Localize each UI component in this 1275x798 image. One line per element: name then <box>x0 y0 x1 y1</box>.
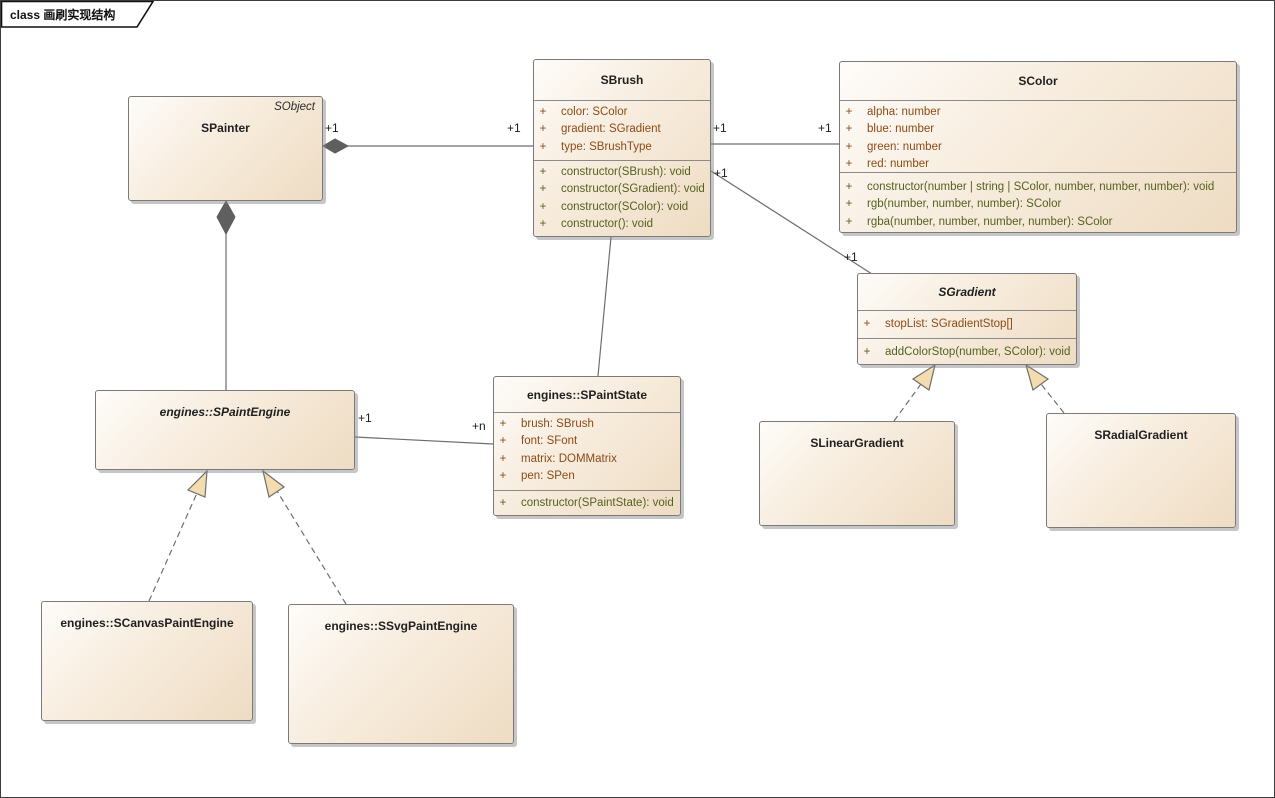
visibility-symbol: + <box>539 183 547 196</box>
attributes-compartment: +alpha: number +blue: number +green: num… <box>840 100 1236 172</box>
class-box-sbrush[interactable]: SBrush +color: SColor +gradient: SGradie… <box>533 59 711 237</box>
operation-row: +addColorStop(number, SColor): void <box>858 344 1076 361</box>
attribute-row: +pen: SPen <box>494 468 680 485</box>
operation-row: +rgba(number, number, number, number): S… <box>840 214 1236 231</box>
multiplicity-brush-color-tgt: +1 <box>818 121 832 135</box>
multiplicity-engine-paintstate-tgt: +n <box>472 419 486 433</box>
composition-spainter-sbrush <box>322 138 533 154</box>
attribute-row: +color: SColor <box>534 104 710 121</box>
operations-compartment: +constructor(number | string | SColor, n… <box>840 172 1236 232</box>
association-sbrush-spaintstate <box>597 236 612 377</box>
visibility-symbol: + <box>539 200 547 213</box>
multiplicity-brush-gradient-src: +1 <box>714 166 728 180</box>
attributes-compartment: +color: SColor +gradient: SGradient +typ… <box>534 100 710 160</box>
attribute-row: +gradient: SGradient <box>534 121 710 138</box>
association-sbrush-sgradient <box>710 170 873 275</box>
multiplicity-painter-brush-tgt: +1 <box>507 121 521 135</box>
visibility-symbol: + <box>539 217 547 230</box>
class-box-sradialgradient[interactable]: SRadialGradient <box>1046 413 1236 528</box>
association-spaintengine-spaintstate <box>354 436 494 445</box>
attribute-row: +type: SBrushType <box>534 139 710 156</box>
frame-tab-label: class 画刷实现结构 <box>10 8 116 22</box>
class-box-sgradient[interactable]: SGradient +stopList: SGradientStop[] +ad… <box>857 273 1077 365</box>
class-title-sgradient: SGradient <box>938 285 996 299</box>
multiplicity-brush-color-src: +1 <box>713 121 727 135</box>
visibility-symbol: + <box>499 469 507 482</box>
attribute-row: +red: number <box>840 156 1236 172</box>
class-box-scanvaspaintengine[interactable]: engines::SCanvasPaintEngine <box>41 601 253 721</box>
realization-scanvaspaintengine-spaintengine <box>148 469 208 602</box>
visibility-symbol: + <box>845 181 853 193</box>
operation-row: +rgb(number, number, number): SColor <box>840 196 1236 213</box>
visibility-symbol: + <box>845 106 853 118</box>
realization-sradialgradient-sgradient <box>1024 363 1065 414</box>
visibility-symbol: + <box>539 123 547 136</box>
class-box-scolor[interactable]: SColor +alpha: number +blue: number +gre… <box>839 61 1237 233</box>
attributes-compartment: +brush: SBrush +font: SFont +matrix: DOM… <box>494 412 680 490</box>
class-box-spaintengine[interactable]: engines::SPaintEngine <box>95 390 355 470</box>
attribute-row: +matrix: DOMMatrix <box>494 451 680 468</box>
visibility-symbol: + <box>845 123 853 136</box>
attribute-row: +font: SFont <box>494 433 680 450</box>
class-title-slineargradient: SLinearGradient <box>810 436 904 450</box>
class-title-scanvaspaintengine: engines::SCanvasPaintEngine <box>60 616 234 630</box>
visibility-symbol: + <box>863 318 871 330</box>
class-title-ssvgpaintengine: engines::SSvgPaintEngine <box>324 619 478 633</box>
operations-compartment: +constructor(SPaintState): void <box>494 490 680 515</box>
attribute-row: +green: number <box>840 139 1236 156</box>
composition-spainter-spaintengine <box>216 199 236 390</box>
visibility-symbol: + <box>845 198 853 211</box>
visibility-symbol: + <box>499 452 507 465</box>
multiplicity-brush-gradient-tgt: +1 <box>844 250 858 264</box>
operations-compartment: +constructor(SBrush): void +constructor(… <box>534 160 710 236</box>
operations-compartment: +addColorStop(number, SColor): void <box>858 338 1076 364</box>
frame-tab <box>1 1 155 28</box>
class-title-sradialgradient: SRadialGradient <box>1094 428 1188 442</box>
class-title-spaintstate: engines::SPaintState <box>526 387 648 402</box>
visibility-symbol: + <box>845 157 853 170</box>
realization-ssvgpaintengine-spaintengine <box>262 469 347 605</box>
operation-row: +constructor(number | string | SColor, n… <box>840 179 1236 196</box>
multiplicity-painter-brush-src: +1 <box>325 121 339 135</box>
attribute-row: +brush: SBrush <box>494 416 680 433</box>
attribute-row: +alpha: number <box>840 104 1236 121</box>
class-title-spainter: SPainter <box>201 121 250 135</box>
visibility-symbol: + <box>845 140 853 153</box>
class-title-scolor: SColor <box>1018 74 1058 88</box>
class-box-spainter[interactable]: SObject SPainter <box>128 96 323 201</box>
visibility-symbol: + <box>539 106 547 118</box>
visibility-symbol: + <box>499 435 507 448</box>
operation-row: +constructor(SPaintState): void <box>494 495 680 512</box>
visibility-symbol: + <box>499 418 507 430</box>
operation-row: +constructor(SBrush): void <box>534 164 710 181</box>
attribute-row: +stopList: SGradientStop[] <box>858 316 1076 333</box>
operation-row: +constructor(): void <box>534 216 710 233</box>
attribute-row: +blue: number <box>840 121 1236 138</box>
realization-slineargradient-sgradient <box>893 363 936 422</box>
class-title-sbrush: SBrush <box>600 73 644 87</box>
class-box-spaintstate[interactable]: engines::SPaintState +brush: SBrush +fon… <box>493 376 681 516</box>
visibility-symbol: + <box>539 166 547 178</box>
visibility-symbol: + <box>539 140 547 153</box>
visibility-symbol: + <box>499 497 507 509</box>
visibility-symbol: + <box>863 346 871 358</box>
class-title-spaintengine: engines::SPaintEngine <box>159 405 291 419</box>
multiplicity-engine-paintstate-src: +1 <box>358 411 372 425</box>
operation-row: +constructor(SColor): void <box>534 199 710 216</box>
attributes-compartment: +stopList: SGradientStop[] <box>858 310 1076 338</box>
visibility-symbol: + <box>845 215 853 228</box>
parent-annotation: SObject <box>274 101 315 113</box>
class-box-ssvgpaintengine[interactable]: engines::SSvgPaintEngine <box>288 604 514 744</box>
class-box-slineargradient[interactable]: SLinearGradient <box>759 421 955 526</box>
operation-row: +constructor(SGradient): void <box>534 181 710 198</box>
